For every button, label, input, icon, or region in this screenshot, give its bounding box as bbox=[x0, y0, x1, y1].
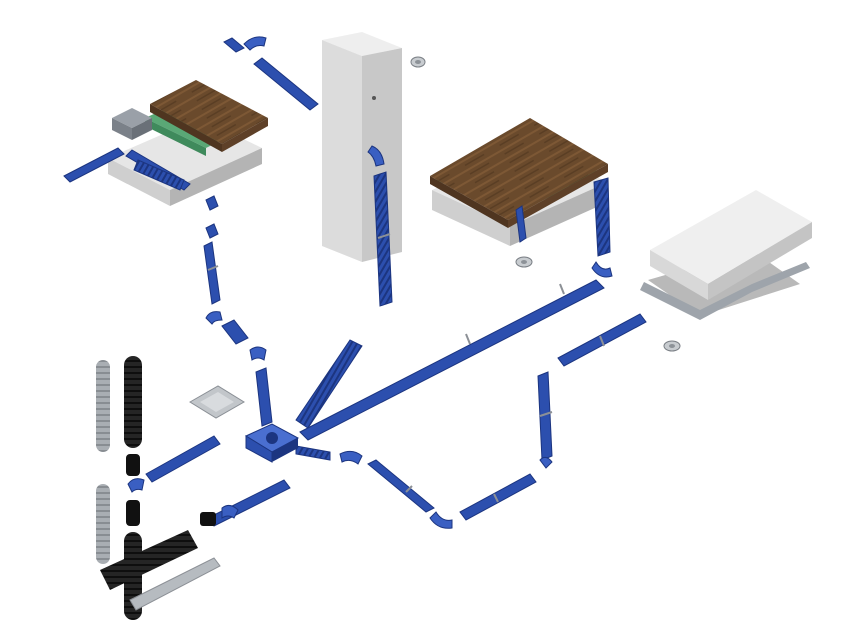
flexible-round-ducts bbox=[133, 159, 611, 461]
outdoor-pipes bbox=[96, 356, 221, 620]
bends-and-elbows bbox=[127, 36, 613, 529]
grey-flex-pipe-bottom bbox=[96, 484, 110, 564]
black-pipe-top bbox=[124, 356, 142, 448]
floor-section-left bbox=[108, 80, 268, 206]
floor-box-left bbox=[112, 108, 152, 140]
air-valves bbox=[410, 56, 681, 352]
floor-section-middle bbox=[430, 118, 608, 246]
air-valve-icon bbox=[410, 56, 426, 68]
black-corrugated-pipe bbox=[100, 530, 198, 590]
grey-flex-pipe-top bbox=[96, 360, 110, 452]
filter-plate bbox=[189, 385, 245, 419]
metal-pipe bbox=[129, 557, 221, 611]
flat-duct-runs bbox=[63, 37, 647, 527]
air-valve-icon bbox=[515, 256, 533, 268]
distribution-manifold bbox=[244, 423, 300, 463]
ceiling-slab-right bbox=[640, 190, 812, 320]
wall-panel bbox=[322, 32, 402, 262]
air-valve-icon bbox=[663, 340, 681, 352]
duct-straps bbox=[207, 233, 605, 503]
